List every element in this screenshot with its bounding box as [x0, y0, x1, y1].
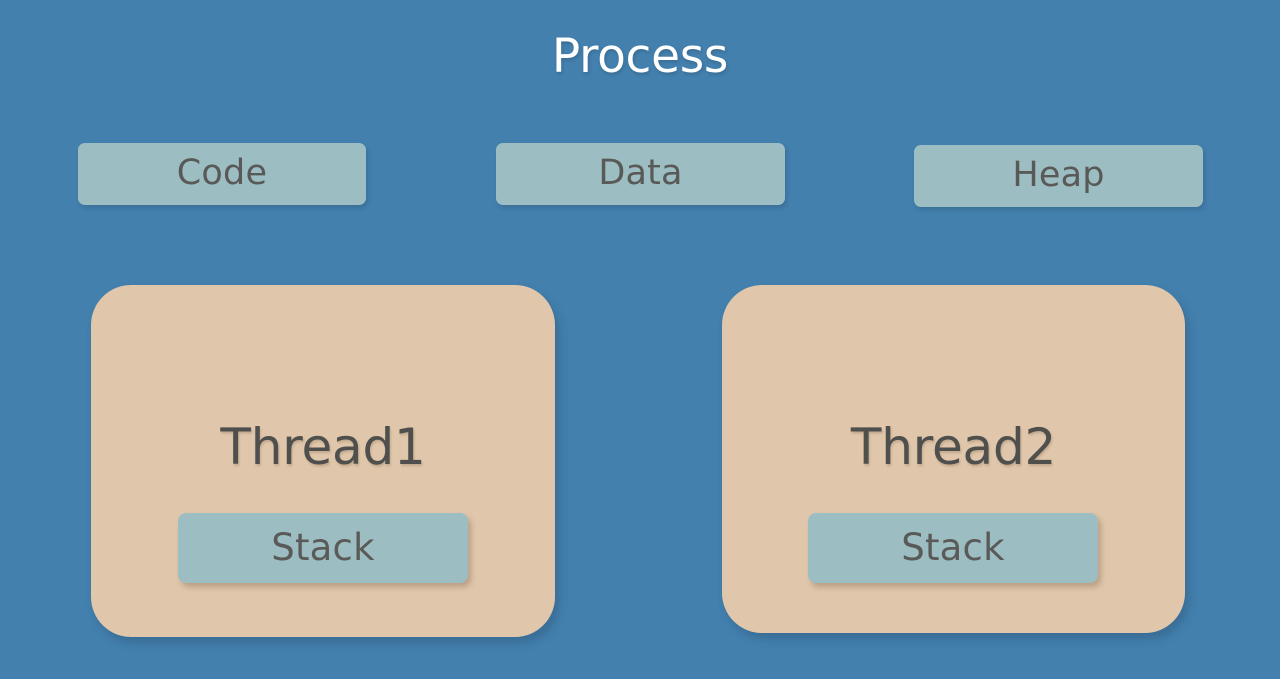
page-title: Process	[551, 29, 729, 84]
segment-label-code: Code	[176, 152, 268, 193]
stack-label-thread-1: Stack	[271, 525, 375, 569]
stack-box-thread-2[interactable]: Stack	[808, 513, 1098, 583]
segment-label-heap: Heap	[1012, 154, 1105, 195]
segment-label-data: Data	[598, 152, 683, 193]
segment-box-data[interactable]: Data	[496, 143, 785, 205]
stack-box-thread-1[interactable]: Stack	[178, 513, 468, 583]
stack-label-thread-2: Stack	[901, 525, 1005, 569]
thread-title-1: Thread1	[220, 418, 426, 476]
segment-box-code[interactable]: Code	[78, 143, 366, 205]
thread-title-2: Thread2	[850, 418, 1057, 476]
thread-card-2[interactable]: Thread2 Stack	[722, 285, 1185, 633]
segment-box-heap[interactable]: Heap	[914, 145, 1203, 207]
thread-card-1[interactable]: Thread1 Stack	[91, 285, 555, 637]
